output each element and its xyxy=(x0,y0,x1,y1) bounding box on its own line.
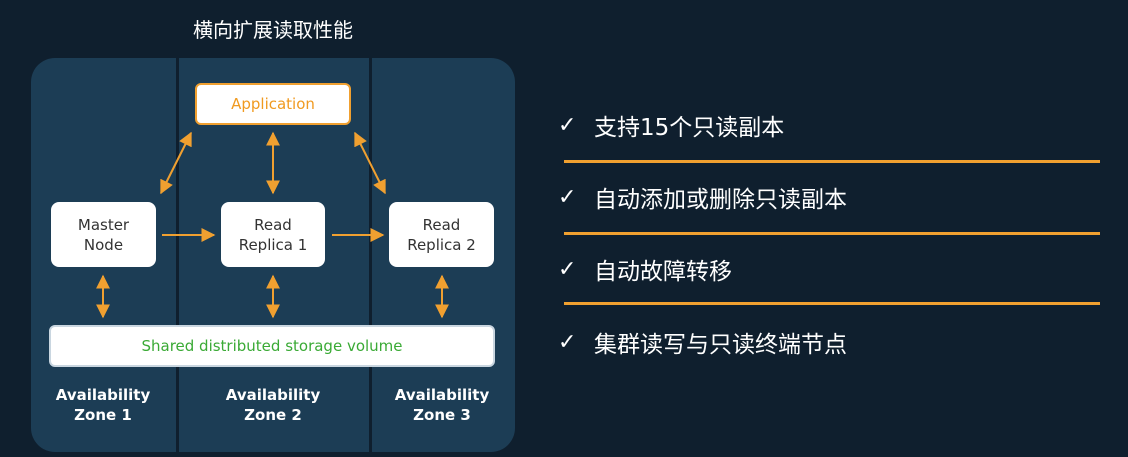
feature-item: ✓ 支持15个只读副本 xyxy=(558,108,784,142)
read-replica-1: Read Replica 1 xyxy=(221,202,325,267)
page-title: 横向扩展读取性能 xyxy=(193,18,353,42)
arrow-app-master xyxy=(160,131,192,195)
zone-divider xyxy=(369,58,372,452)
feature-text: 自动添加或删除只读副本 xyxy=(594,187,847,213)
zone-label-3: Availability Zone 3 xyxy=(394,386,490,424)
zone-label-2: Availability Zone 2 xyxy=(225,386,321,424)
zone-divider xyxy=(176,58,179,452)
feature-item: ✓ 集群读写与只读终端节点 xyxy=(558,325,847,359)
feature-separator xyxy=(564,302,1100,305)
feature-separator xyxy=(564,232,1100,235)
application-box: Application xyxy=(195,83,351,125)
feature-text: 自动故障转移 xyxy=(594,259,732,285)
master-node: Master Node xyxy=(51,202,156,267)
feature-item: ✓ 自动故障转移 xyxy=(558,252,732,286)
zone-label-1: Availability Zone 1 xyxy=(55,386,151,424)
check-icon: ✓ xyxy=(558,256,577,282)
feature-text: 支持15个只读副本 xyxy=(594,115,785,141)
read-replica-2: Read Replica 2 xyxy=(389,202,494,267)
check-icon: ✓ xyxy=(558,329,577,355)
arrow-app-replica2 xyxy=(354,131,386,195)
feature-separator xyxy=(564,160,1100,163)
shared-storage-volume: Shared distributed storage volume xyxy=(49,325,495,367)
check-icon: ✓ xyxy=(558,184,577,210)
feature-text: 集群读写与只读终端节点 xyxy=(594,332,847,358)
check-icon: ✓ xyxy=(558,112,577,138)
feature-item: ✓ 自动添加或删除只读副本 xyxy=(558,180,847,214)
